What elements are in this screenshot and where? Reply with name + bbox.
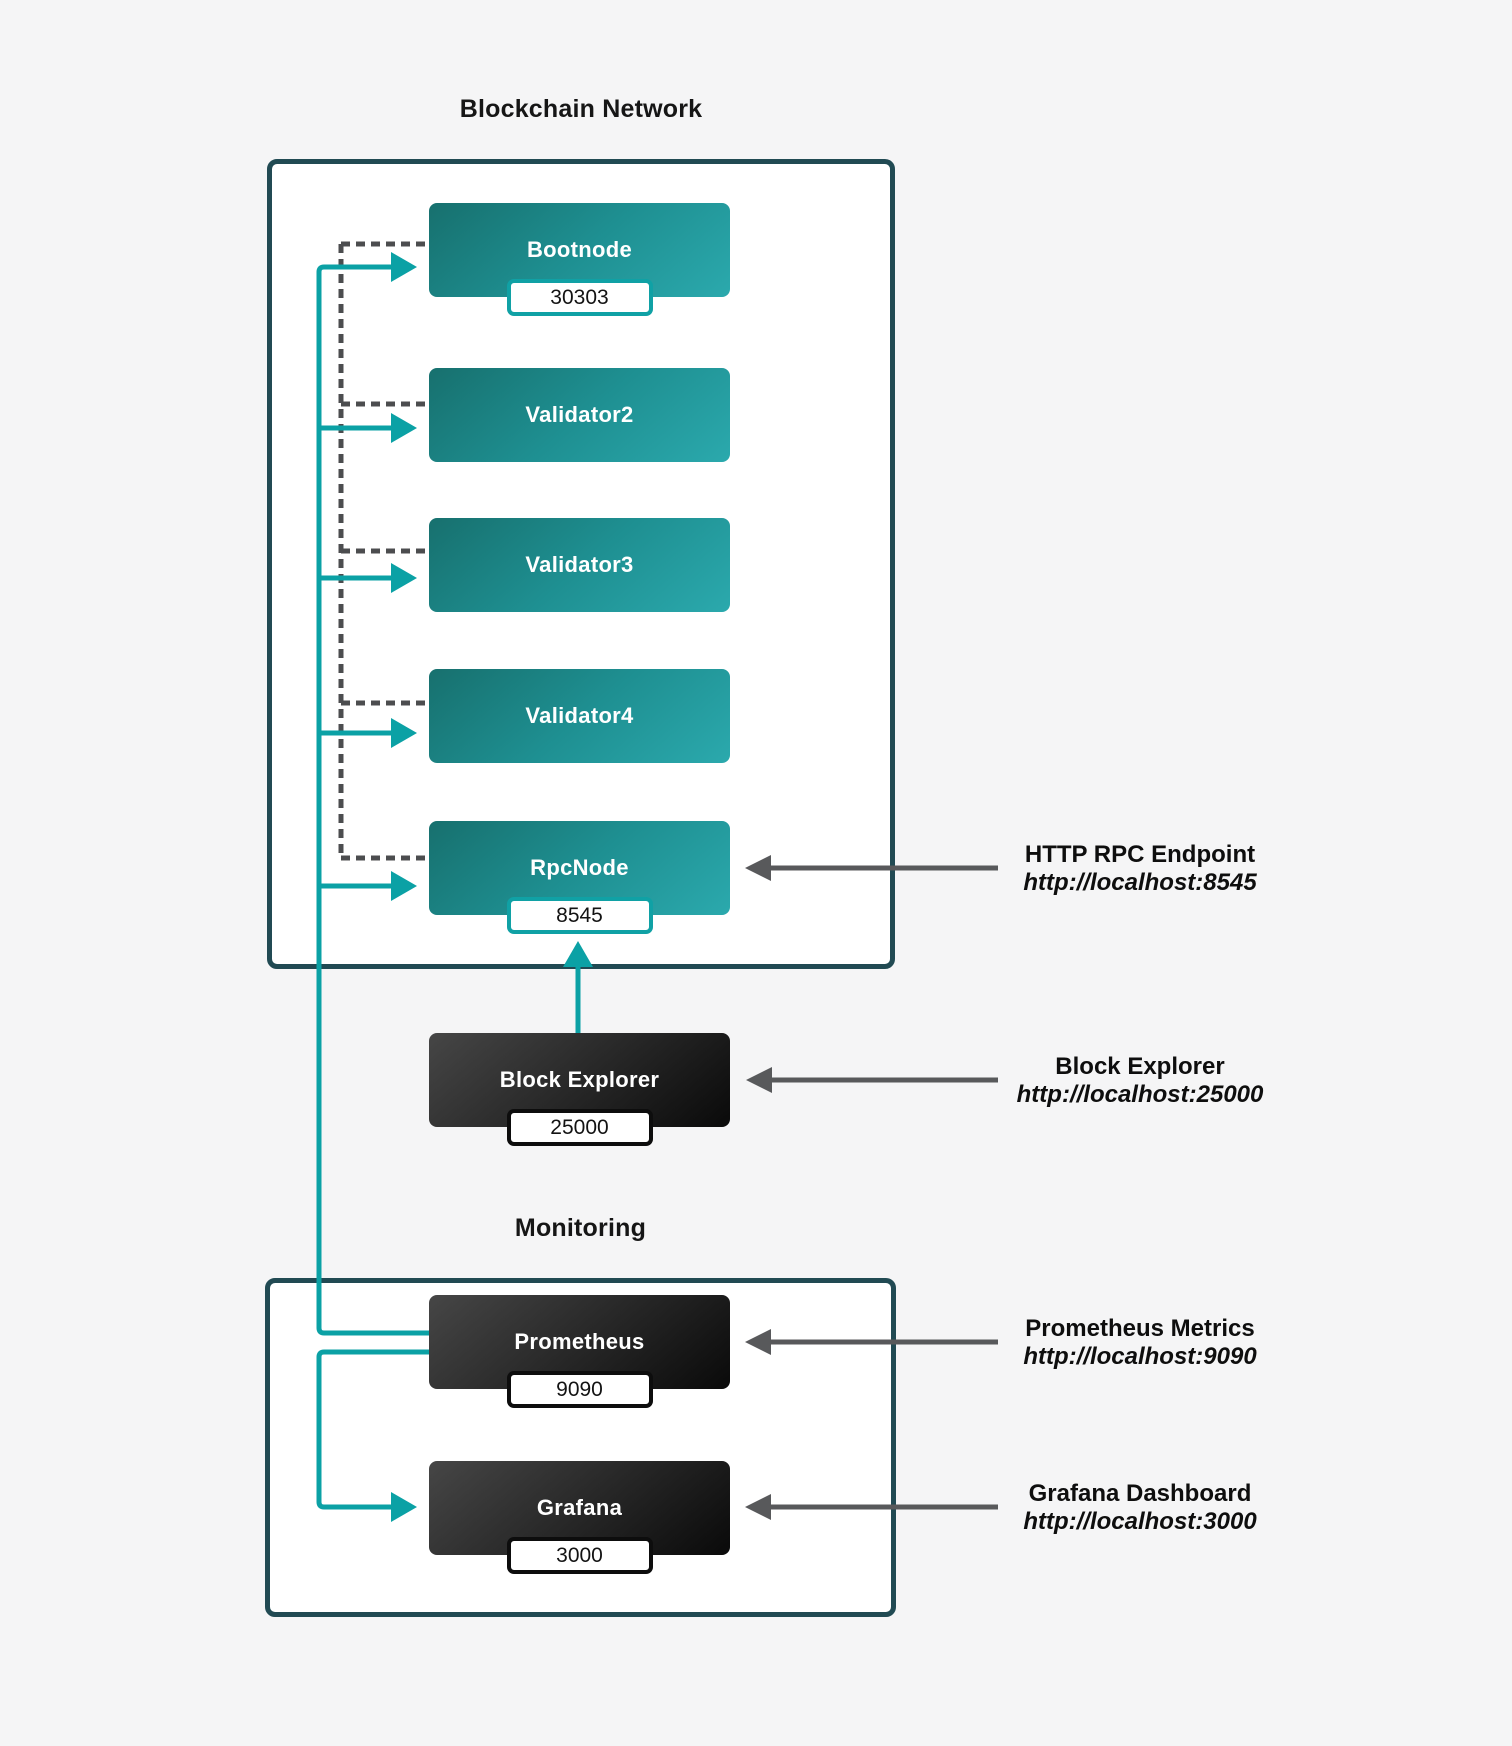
node-validator2-label: Validator2 — [525, 402, 634, 427]
port-badge-block-explorer: 25000 — [506, 1109, 653, 1146]
node-validator4: Validator4 — [429, 669, 730, 763]
annotation-prometheus-url: http://localhost:9090 — [1023, 1343, 1257, 1370]
annotation-rpc-url: http://localhost:8545 — [1023, 869, 1257, 896]
node-prometheus-label: Prometheus — [514, 1329, 645, 1354]
annotation-grafana: Grafana Dashboard http://localhost:3000 — [980, 1480, 1300, 1536]
arrowhead-up-rpcnode — [563, 941, 593, 967]
annotation-grafana-title: Grafana Dashboard — [1028, 1480, 1252, 1507]
node-block-explorer: Block Explorer 25000 — [429, 1033, 730, 1146]
teal-trunk-to-prometheus — [316, 264, 429, 1336]
arrowhead-rpcnode — [391, 871, 417, 901]
arrowhead-grafana — [391, 1492, 417, 1522]
teal-prometheus-to-grafana — [316, 1349, 429, 1510]
node-rpcnode: RpcNode 8545 — [429, 821, 730, 934]
arrowhead-validator2 — [391, 413, 417, 443]
dashed-peer-links — [338, 241, 429, 861]
annotation-rpc-title: HTTP RPC Endpoint — [1024, 841, 1256, 868]
teal-flow-links — [316, 264, 581, 1510]
port-badge-bootnode: 30303 — [506, 279, 653, 316]
blockchain-network-title: Blockchain Network — [459, 95, 703, 123]
annotation-block-explorer-url: http://localhost:25000 — [1016, 1081, 1264, 1108]
gray-arrowhead-grafana — [745, 1494, 771, 1520]
monitoring-title: Monitoring — [514, 1214, 647, 1242]
node-validator3: Validator3 — [429, 518, 730, 612]
gray-annotation-arrows — [770, 865, 998, 1510]
node-validator3-label: Validator3 — [525, 552, 634, 577]
node-rpcnode-label: RpcNode — [530, 855, 629, 880]
annotation-block-explorer-title: Block Explorer — [1055, 1053, 1225, 1080]
port-badge-grafana: 3000 — [506, 1537, 653, 1574]
arrowhead-validator4 — [391, 718, 417, 748]
teal-arrowheads — [391, 252, 593, 1522]
annotation-block-explorer: Block Explorer http://localhost:25000 — [980, 1053, 1300, 1109]
gray-arrowhead-prometheus — [745, 1329, 771, 1355]
node-bootnode-label: Bootnode — [526, 237, 633, 262]
node-grafana: Grafana 3000 — [429, 1461, 730, 1574]
gray-arrowhead-explorer — [746, 1067, 772, 1093]
arrowhead-bootnode — [391, 252, 417, 282]
annotation-prometheus-title: Prometheus Metrics — [1025, 1315, 1255, 1342]
gray-arrowhead-rpc — [745, 855, 771, 881]
node-bootnode: Bootnode 30303 — [429, 203, 730, 316]
annotation-grafana-url: http://localhost:3000 — [1023, 1508, 1257, 1535]
annotation-prometheus: Prometheus Metrics http://localhost:9090 — [980, 1315, 1300, 1371]
node-grafana-label: Grafana — [536, 1495, 623, 1520]
node-validator4-label: Validator4 — [525, 703, 634, 728]
gray-arrowheads — [745, 855, 772, 1520]
node-prometheus: Prometheus 9090 — [429, 1295, 730, 1408]
port-badge-rpcnode: 8545 — [506, 897, 653, 934]
arrowhead-validator3 — [391, 563, 417, 593]
node-validator2: Validator2 — [429, 368, 730, 462]
port-badge-prometheus: 9090 — [506, 1371, 653, 1408]
annotation-rpc-endpoint: HTTP RPC Endpoint http://localhost:8545 — [980, 841, 1300, 897]
node-block-explorer-label: Block Explorer — [499, 1067, 660, 1092]
